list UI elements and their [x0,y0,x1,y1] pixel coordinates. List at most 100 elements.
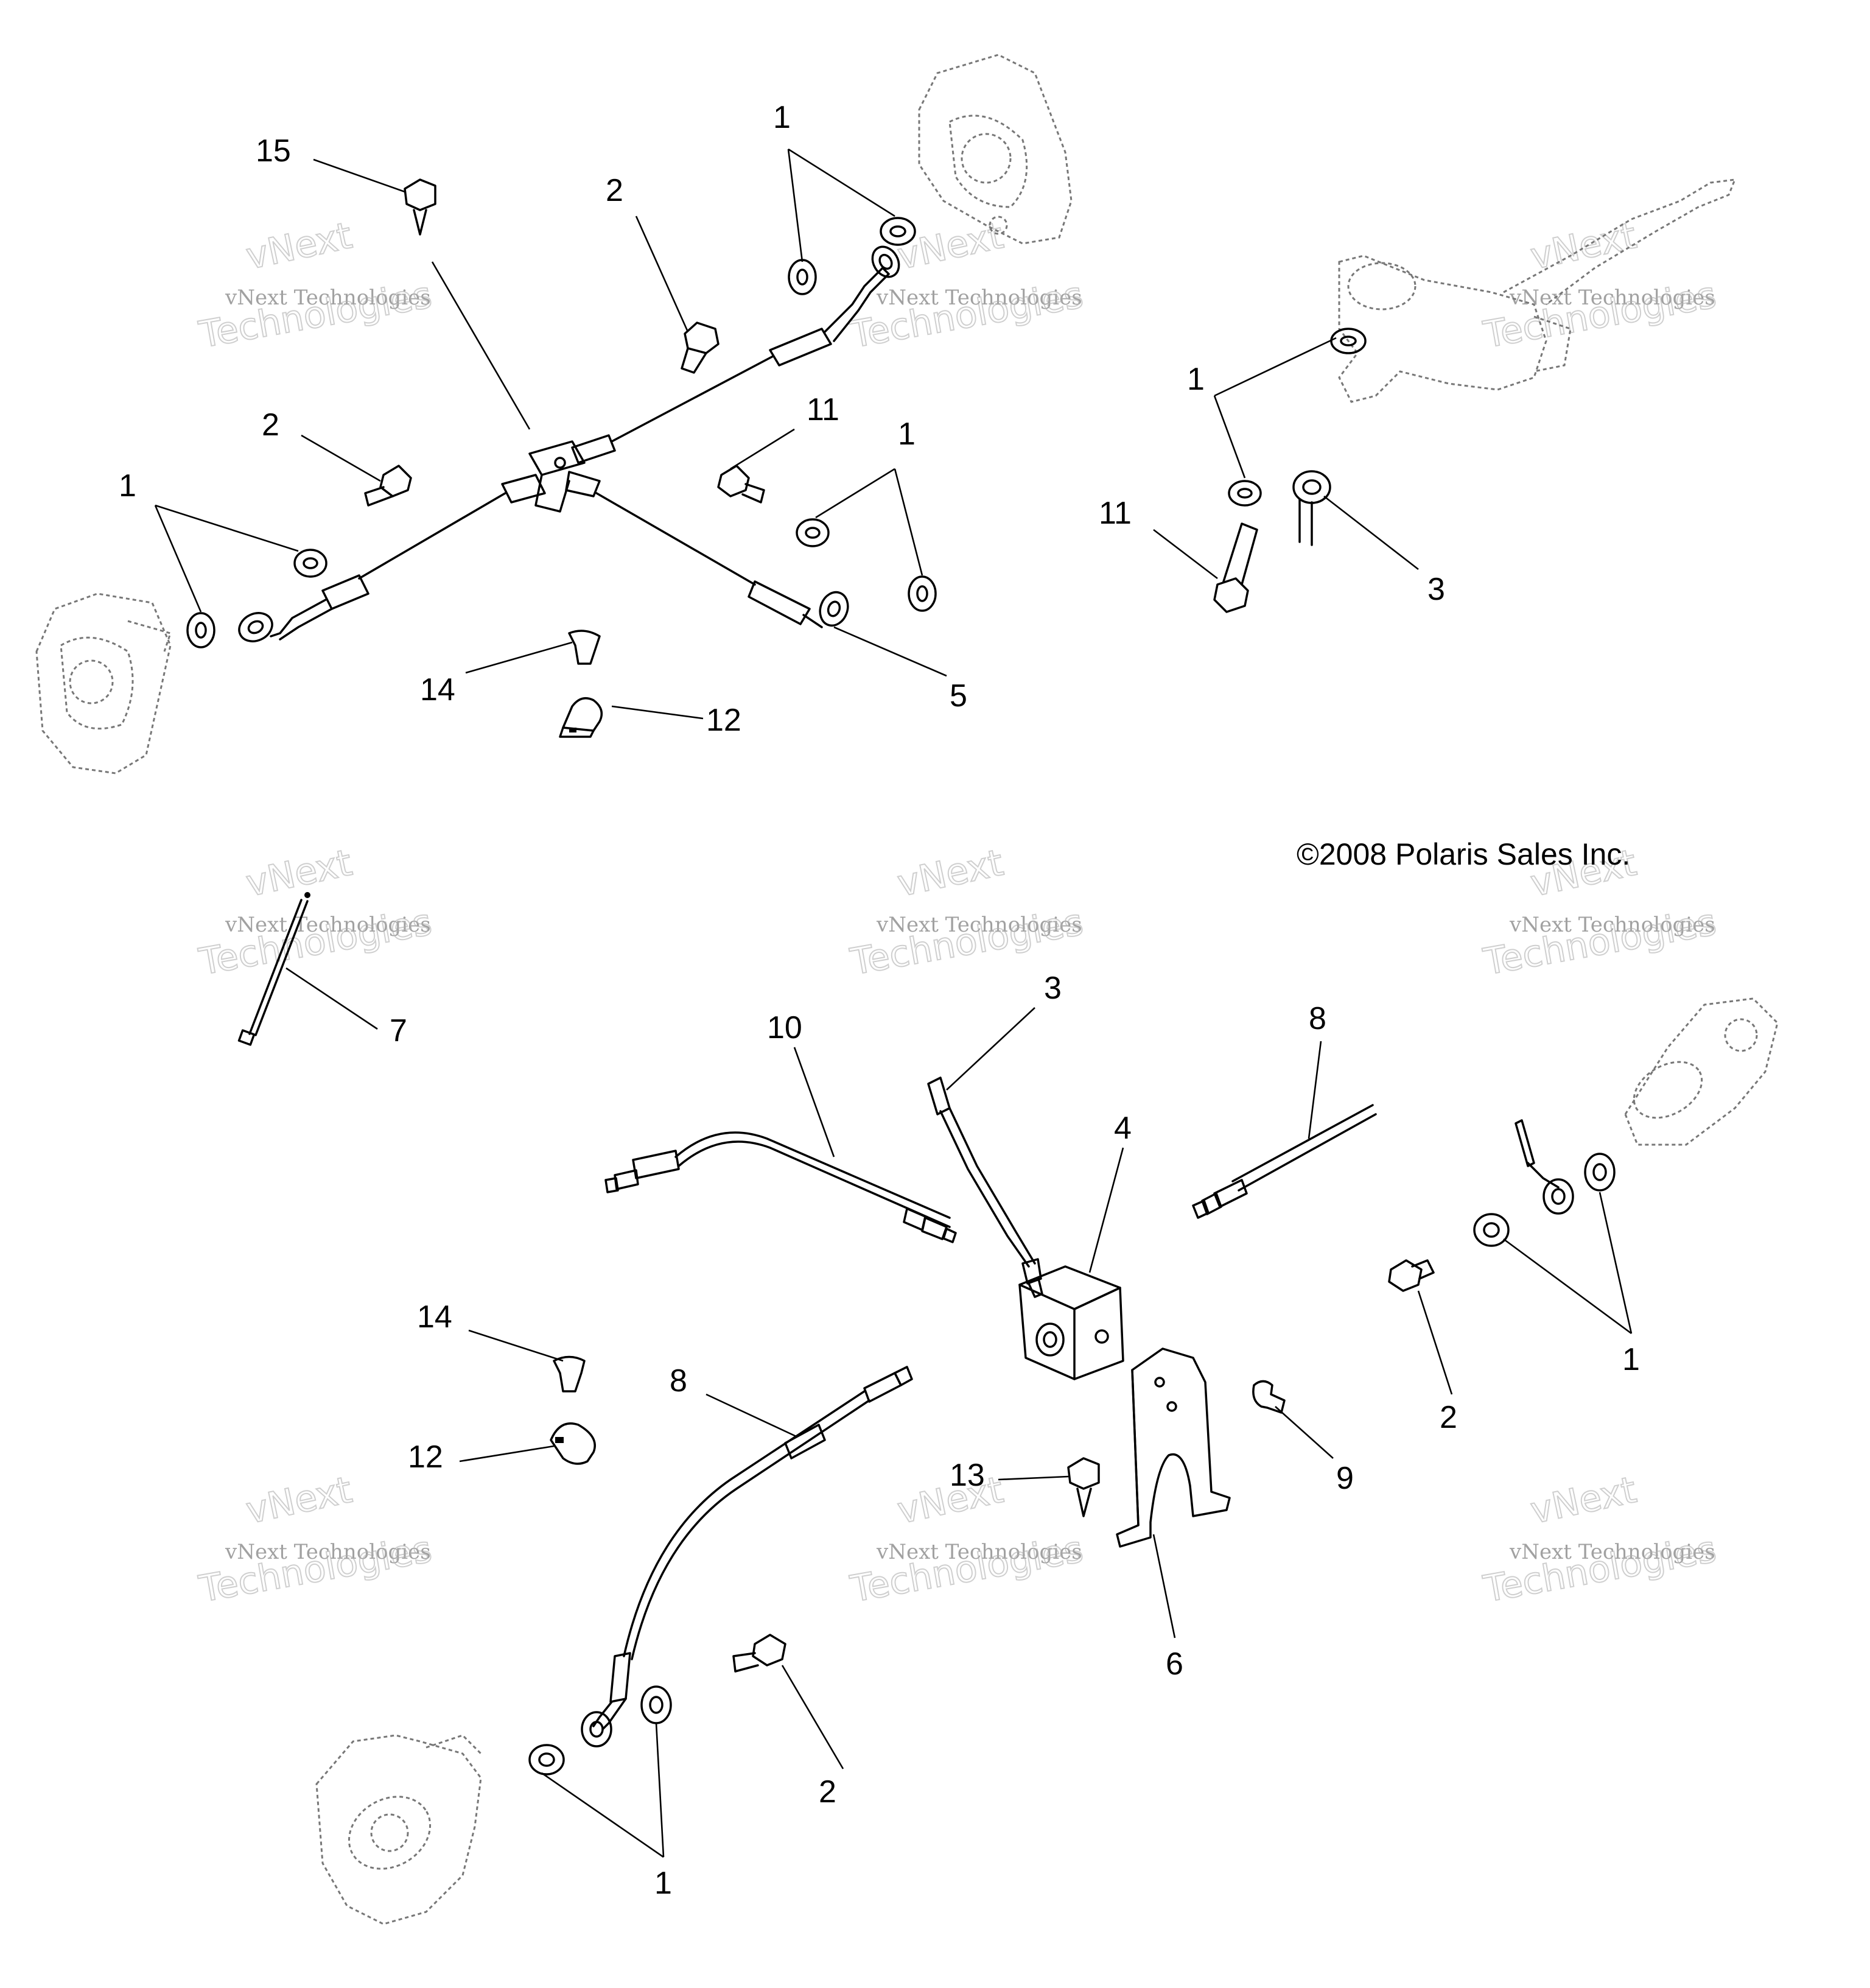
callout-label: 1 [898,416,916,452]
svg-text:vNext Technologies: vNext Technologies [225,913,431,937]
washer-icon [528,1744,565,1776]
master-cylinder-ghost [1338,178,1737,403]
bolt-icon [1067,1457,1100,1517]
callout-label: 5 [950,678,967,714]
line-end-right [748,580,849,628]
callout-label: 14 [417,1299,452,1335]
svg-text:vNext Technologies: vNext Technologies [225,286,431,310]
bolt-icon [404,178,436,236]
svg-text:vNext: vNext [1527,214,1640,278]
callout-label: 12 [706,703,741,738]
tee-fitting [501,434,616,513]
callout-label: 7 [390,1013,407,1048]
washer-icon [880,217,916,246]
callout-label: 11 [1099,496,1132,531]
watermark-5: vNext vNext Technologies Technologies [847,841,1087,985]
callout-label: 1 [773,100,791,135]
bolt-icon [1213,522,1258,613]
bolt-icon [732,1634,786,1673]
caliper-ghost-top-center [918,54,1073,245]
callout-label: 6 [1166,1646,1183,1682]
caliper-ghost-bottom-left [315,1734,482,1925]
washer-icon [788,259,817,295]
callout-label: 15 [256,133,291,169]
svg-text:vNext Technologies: vNext Technologies [225,1540,431,1564]
washers-top [186,217,1367,648]
callout-label: 4 [1114,1111,1132,1146]
callout-label: 11 [807,392,839,427]
washer-icon [1473,1213,1510,1247]
washer-icon [908,575,937,612]
watermarks: vNext vNext Technologies Technologies vN… [195,214,1720,1612]
bottom-assembly: 7 10 3 8 4 14 12 8 13 9 6 2 1 2 1 [237,892,1779,1925]
caliper-ghost-right [1624,997,1779,1146]
svg-text:vNext: vNext [1527,1469,1640,1533]
callout-label: 3 [1427,572,1445,607]
svg-text:vNext: vNext [242,214,355,278]
callouts-bottom: 7 10 3 8 4 14 12 8 13 9 6 2 1 2 1 [390,971,1640,1901]
pin-icon [568,630,601,665]
svg-text:vNext Technologies: vNext Technologies [876,286,1082,310]
leader-lines-bottom [285,967,1633,1858]
watermark-2: vNext vNext Technologies Technologies [847,214,1087,357]
bolt-icon [717,465,765,504]
svg-text:vNext: vNext [894,841,1007,905]
bolt-icon [681,321,720,374]
svg-text:vNext Technologies: vNext Technologies [1509,913,1715,937]
callout-label: 9 [1336,1461,1354,1496]
callout-label: 2 [262,407,279,443]
top-assembly: 15 2 1 2 1 11 1 14 12 5 1 11 3 [35,54,1737,774]
brake-lines-top [358,355,774,586]
brake-hose-10 [604,1131,957,1243]
callout-label: 1 [1187,362,1205,397]
pin-icon [553,1355,586,1393]
junction-block [1018,1265,1124,1380]
pin-icon [1252,1380,1286,1414]
washer-icon [796,518,830,547]
svg-text:vNext Technologies: vNext Technologies [1509,1540,1715,1564]
watermark-1: vNext vNext Technologies Technologies [195,214,436,357]
callout-label: 3 [1044,971,1062,1006]
svg-text:vNext Technologies: vNext Technologies [1509,286,1715,310]
caliper-ghost-top-left [35,592,172,774]
svg-text:vNext Technologies: vNext Technologies [876,1540,1082,1564]
leader-lines-top [154,148,1419,720]
watermark-7: vNext vNext Technologies Technologies [195,1468,436,1612]
svg-text:vNext: vNext [242,841,355,905]
svg-text:vNext Technologies: vNext Technologies [876,913,1082,937]
svg-text:vNext: vNext [242,1469,355,1533]
bolt-icon [1388,1259,1435,1292]
callout-label: 13 [950,1458,985,1493]
brake-hose-8-lower [581,1366,913,1747]
watermark-9: vNext vNext Technologies Technologies [1480,1468,1720,1612]
banjo-right [1473,1119,1616,1247]
washer-icon [293,549,327,578]
rod-part [237,892,310,1046]
line-end-left [238,574,369,642]
callout-label: 1 [1622,1342,1640,1377]
clip-icon [550,1422,596,1465]
callout-label: 2 [1440,1400,1457,1435]
callout-label: 1 [119,468,136,504]
callout-label: 8 [670,1363,687,1399]
callout-label: 14 [420,672,455,708]
copyright-text: ©2008 Polaris Sales Inc. [1297,837,1630,871]
brake-pipe-3 [927,1077,1043,1298]
callout-label: 2 [819,1774,836,1810]
banjo-fitting [1292,470,1331,546]
watermark-4: vNext vNext Technologies Technologies [195,841,436,985]
washer-icon [186,612,215,648]
washer-icon [1584,1153,1616,1192]
callout-label: 8 [1309,1001,1326,1036]
callout-label: 10 [767,1010,802,1045]
callouts-top: 15 2 1 2 1 11 1 14 12 5 1 11 3 [119,100,1445,738]
brake-hose-8-right [1192,1104,1377,1219]
callout-label: 12 [408,1439,443,1475]
line-end-upper [769,245,900,367]
mounting-bracket [1116,1347,1231,1548]
clip-icon [559,697,603,738]
bolt-icon [364,465,412,507]
washer-icon [1228,480,1262,507]
